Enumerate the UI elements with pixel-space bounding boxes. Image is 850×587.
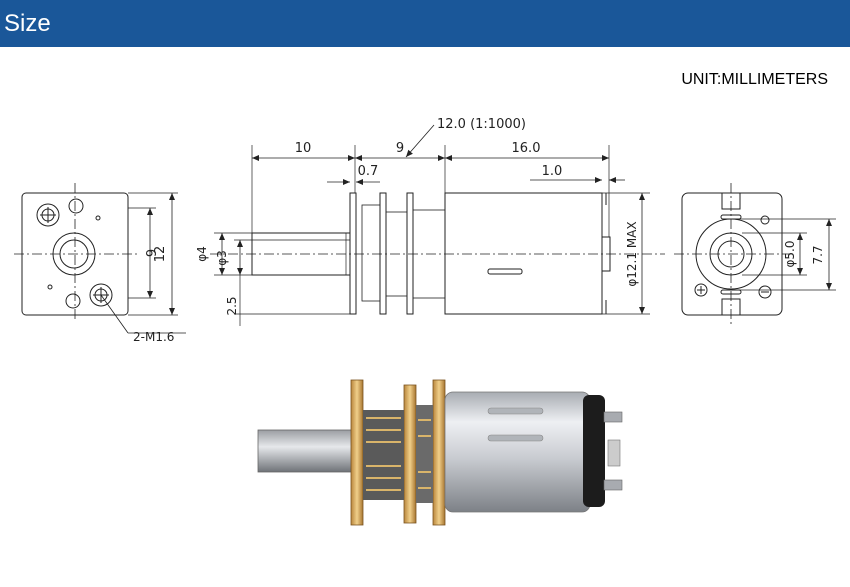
dim-gearbox-note: 12.0 (1:1000) (437, 117, 526, 132)
end-cap (601, 236, 611, 272)
terminal-tab-top (721, 192, 741, 210)
dim-plate-gap: 0.7 (358, 164, 379, 179)
middle-plate-side (379, 192, 387, 315)
dim-gearbox-length: 9 (396, 141, 404, 156)
front-view (14, 183, 186, 334)
dim-shaft-flat: φ3 (215, 250, 229, 266)
terminal-tab-bottom (721, 298, 741, 316)
dim-terminal-gap: 1.0 (542, 164, 563, 179)
side-view (210, 124, 665, 326)
front-hub-inner (59, 239, 89, 269)
rear-boss-inner (717, 240, 745, 268)
rear-plate-side (406, 192, 414, 315)
dim-12: 12 (153, 246, 168, 263)
plus-mark (694, 283, 708, 297)
mount-hole-bottom (89, 283, 113, 307)
rear-boss-mid (709, 232, 753, 276)
rear-small-hole (760, 215, 770, 225)
dim-height-7-7: 7.7 (811, 245, 825, 264)
dim-shaft-dia: φ4 (195, 246, 209, 262)
motor-can-side (444, 192, 603, 315)
front-plate-side (349, 192, 357, 315)
small-hole (95, 215, 101, 221)
small-hole (47, 284, 53, 290)
minus-mark (758, 285, 772, 299)
dim-offset: 2.5 (225, 296, 239, 315)
front-hub-outer (52, 232, 96, 276)
gear-2 (385, 211, 408, 297)
mount-hole-top (36, 203, 60, 227)
section-title: Size (4, 10, 51, 37)
dim-motor-dia: φ12.1 MAX (625, 221, 639, 286)
gear-1 (361, 204, 381, 302)
pin-hole (68, 198, 84, 214)
dim-motor-length: 16.0 (512, 141, 541, 156)
unit-label: UNIT:MILLIMETERS (681, 71, 828, 88)
rear-view (674, 183, 836, 325)
dim-boss-dia: φ5.0 (783, 241, 797, 268)
dim-9: 9 (145, 249, 160, 257)
dim-holes: 2-M1.6 (133, 330, 174, 344)
dim-shaft-length: 10 (295, 141, 312, 156)
pin-hole (65, 293, 81, 309)
header-bar: Size (0, 0, 850, 47)
can-slot (487, 268, 523, 275)
motor-photo-icon (257, 379, 623, 526)
